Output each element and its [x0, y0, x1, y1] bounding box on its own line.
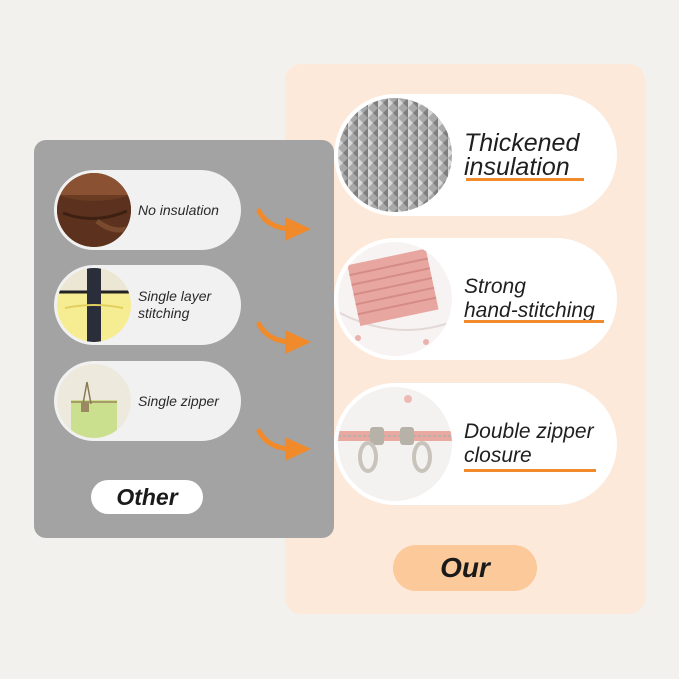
- our-item-label-line2: closure: [464, 444, 532, 467]
- orange-arrow-icon: [256, 321, 311, 354]
- double-zipper-photo: [338, 387, 452, 501]
- orange-arrow-icon: [256, 428, 311, 461]
- other-item-label: Single zipper: [138, 392, 219, 409]
- accent-underline: [464, 469, 596, 472]
- other-item-label: Single layer stitching: [138, 288, 212, 321]
- other-item-label: No insulation: [138, 201, 219, 218]
- pink-strap-stitching-photo: [338, 242, 452, 356]
- our-item-label-line1: Strong: [464, 275, 526, 298]
- our-item-label: Thickened insulation: [464, 94, 609, 216]
- our-item-label: Strong hand-stitching: [464, 238, 609, 360]
- yellow-bag-strap-photo: [57, 268, 131, 342]
- other-item-single-layer-stitching: Single layer stitching: [54, 265, 241, 345]
- orange-arrow-icon: [256, 208, 311, 241]
- our-item-thickened-insulation: Thickened insulation: [334, 94, 617, 216]
- our-item-label: Double zipper closure: [464, 383, 609, 505]
- accent-underline: [466, 178, 584, 181]
- our-item-label-line1: Double zipper: [464, 420, 594, 443]
- our-item-label-line2: insulation: [464, 153, 570, 181]
- other-item-no-insulation: No insulation: [54, 170, 241, 250]
- green-bag-zipper-photo: [57, 364, 131, 438]
- accent-underline: [464, 320, 604, 323]
- our-item-label-line2: hand-stitching: [464, 299, 595, 322]
- brown-bag-interior-photo: [57, 173, 131, 247]
- foil-insulation-photo: [338, 98, 452, 212]
- our-item-label-line1: Thickened: [464, 129, 580, 157]
- our-item-strong-hand-stitching: Strong hand-stitching: [334, 238, 617, 360]
- our-item-double-zipper-closure: Double zipper closure: [334, 383, 617, 505]
- other-item-single-zipper: Single zipper: [54, 361, 241, 441]
- our-label-button: Our: [393, 545, 537, 591]
- other-label-button: Other: [91, 480, 203, 514]
